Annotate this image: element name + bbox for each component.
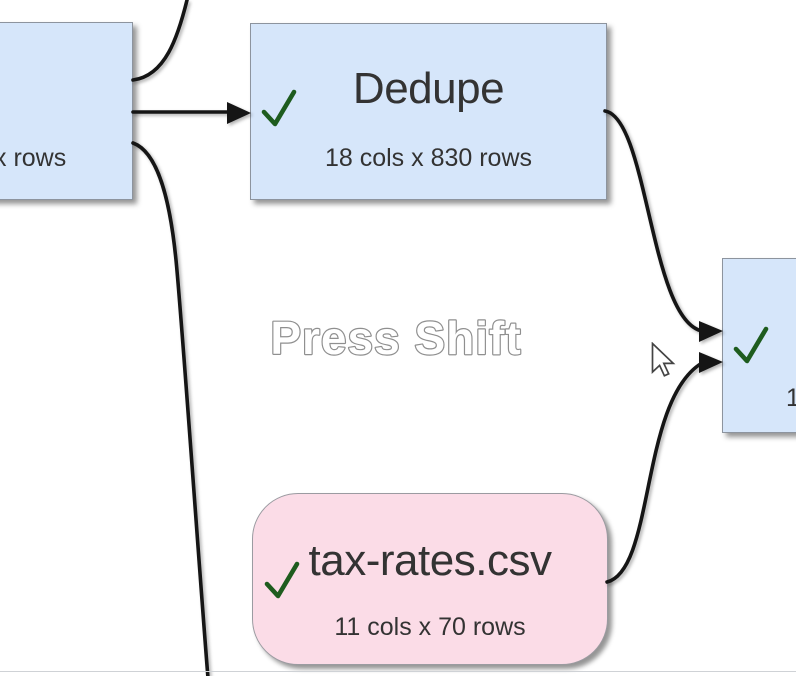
canvas-bottom-edge <box>0 671 796 672</box>
check-icon <box>733 326 769 364</box>
node-tax-rates-subtitle: 11 cols x 70 rows <box>334 613 526 641</box>
connector-dedupe-to-right[interactable] <box>603 109 704 333</box>
node-tax-rates[interactable]: tax-rates.csv 11 cols x 70 rows <box>252 493 608 665</box>
arrowhead-into-right-top <box>699 321 723 342</box>
node-dedupe[interactable]: Dedupe 18 cols x 830 rows <box>250 23 607 200</box>
node-dedupe-subtitle: 18 cols x 830 rows <box>324 144 533 172</box>
check-icon <box>264 561 300 599</box>
arrowhead-into-right-bottom <box>699 352 723 373</box>
node-dedupe-title: Dedupe <box>352 64 505 113</box>
mouse-cursor-icon <box>651 342 676 377</box>
connector-taxrates-to-right[interactable] <box>605 361 704 584</box>
press-shift-overlay: Press Shift <box>269 311 522 365</box>
press-shift-text: Press Shift <box>270 312 521 364</box>
node-left-subtitle: x rows <box>0 144 67 172</box>
node-left-partial[interactable]: x rows <box>0 22 133 200</box>
node-right-subtitle: 1 <box>786 384 796 412</box>
arrowhead-into-dedupe <box>227 102 251 124</box>
connector-left-to-offscreen-top[interactable] <box>131 0 189 82</box>
connector-left-to-offscreen-bottom[interactable] <box>131 141 210 676</box>
node-right-partial[interactable]: 1 <box>722 258 796 433</box>
check-icon <box>261 89 297 127</box>
node-tax-rates-title: tax-rates.csv <box>308 536 552 585</box>
